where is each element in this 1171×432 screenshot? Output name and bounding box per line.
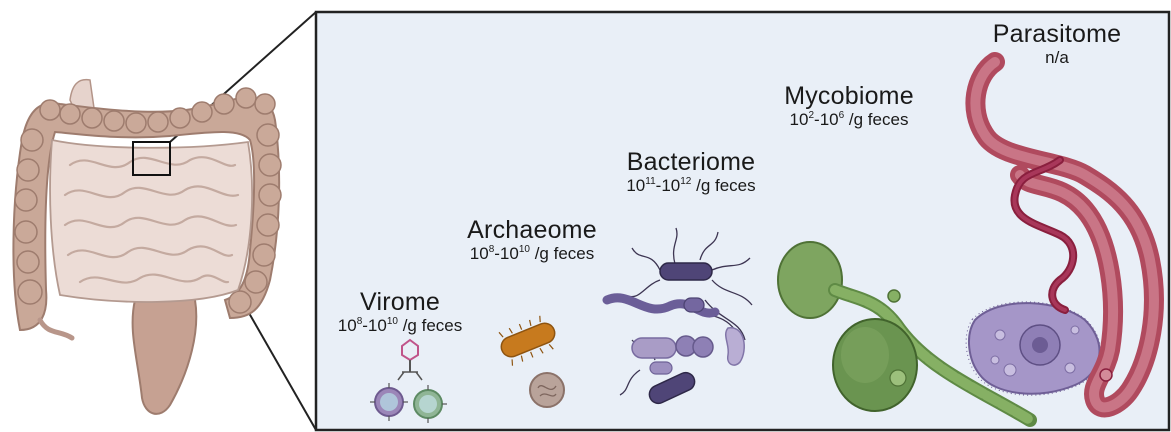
- bacteriome-concentration: 1011-1012 /g feces: [596, 176, 786, 196]
- parasitome-name: Parasitome: [972, 20, 1142, 48]
- virome-name: Virome: [314, 288, 486, 316]
- label-mycobiome: Mycobiome 102-106 /g feces: [764, 82, 934, 130]
- label-virome: Virome 108-1010 /g feces: [314, 288, 486, 336]
- protozoa-icon: [966, 302, 1100, 395]
- virome-concentration: 108-1010 /g feces: [314, 316, 486, 336]
- mycobiome-concentration: 102-106 /g feces: [764, 110, 934, 130]
- label-archaeome: Archaeome 108-1010 /g feces: [446, 216, 618, 264]
- intestine-icon: [13, 80, 281, 414]
- mycobiome-name: Mycobiome: [764, 82, 934, 110]
- archaeome-name: Archaeome: [446, 216, 618, 244]
- archaeome-concentration: 108-1010 /g feces: [446, 244, 618, 264]
- bacteriome-name: Bacteriome: [596, 148, 786, 176]
- parasitome-concentration: n/a: [972, 48, 1142, 68]
- label-parasitome: Parasitome n/a: [972, 20, 1142, 68]
- label-bacteriome: Bacteriome 1011-1012 /g feces: [596, 148, 786, 196]
